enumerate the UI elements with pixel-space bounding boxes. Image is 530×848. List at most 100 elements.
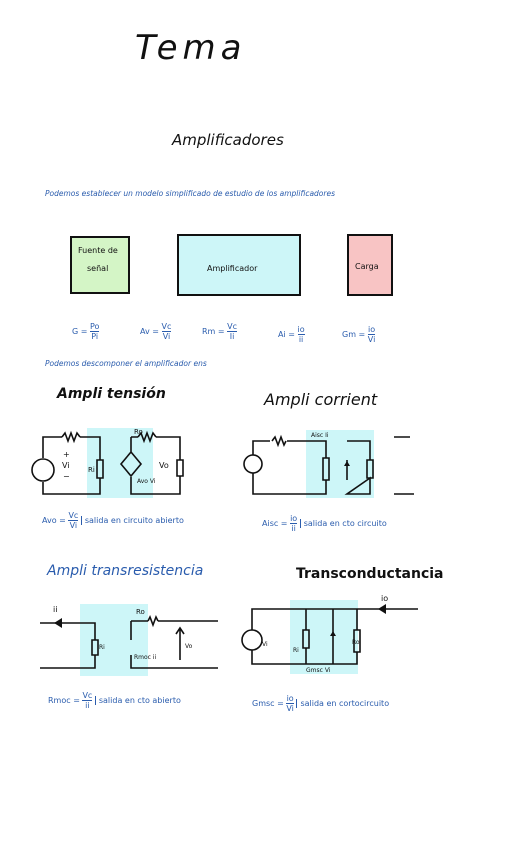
decompose-text: Podemos descomponer el amplificador ens — [45, 359, 207, 368]
gain-gm-num: io — [367, 325, 376, 335]
gain-g-lhs: G = — [72, 327, 88, 336]
corriente-formula-num: io — [290, 514, 298, 524]
tension-rl — [176, 459, 184, 477]
transcond-loop — [251, 608, 418, 665]
corriente-formula-lhs: Aisc = — [262, 519, 288, 528]
gain-g-den: Pi — [91, 332, 99, 341]
tension-shade — [87, 428, 153, 498]
corriente-output-loop — [344, 440, 371, 495]
transcond-ro — [353, 629, 361, 653]
gain-ai-lhs: Ai = — [278, 330, 295, 339]
tension-vo-label: Vo — [159, 461, 169, 470]
transres-ro-label: Ro — [136, 608, 145, 616]
gain-rm-num: Vc — [227, 322, 238, 332]
transres-ri — [91, 639, 99, 656]
transres-vo-arrow — [175, 626, 185, 660]
gain-ai-num: io — [297, 325, 305, 335]
corriente-title: Ampli corrient — [264, 390, 378, 409]
tension-minus-label: − — [63, 472, 70, 481]
gain-av-den: Vi — [162, 332, 171, 341]
transcond-dep-arrow — [330, 631, 336, 636]
tension-ro — [137, 430, 157, 444]
transcond-formula-cond: salida en cortocircuito — [296, 699, 390, 708]
tension-plus-label: + — [63, 450, 70, 459]
transcond-ri — [302, 629, 310, 649]
transres-ri-label: Ri — [99, 644, 105, 651]
transcond-formula-num: io — [286, 694, 294, 704]
tension-ro-label: Ro — [134, 428, 143, 436]
gain-gm-lhs: Gm = — [342, 330, 366, 339]
tension-formula-den: Vi — [69, 521, 78, 530]
tension-vi-label: Vi — [62, 461, 70, 470]
tension-output-loop — [130, 436, 181, 495]
transres-vo-label: Vo — [185, 643, 193, 650]
tension-title: Ampli tensión — [57, 386, 166, 402]
load-block: Carga — [347, 234, 393, 296]
gain-av-num: Vc — [161, 322, 172, 332]
corriente-dep-arrow — [344, 461, 350, 466]
transcond-dep-label: Gmsc Vi — [306, 667, 331, 674]
corriente-ri — [322, 457, 330, 481]
transcond-shade — [290, 600, 358, 674]
tension-dep-label: Avo Vi — [137, 478, 156, 485]
transcond-formula-den: Vi — [286, 704, 294, 713]
transcond-vi-label: Vi — [262, 641, 268, 648]
gain-rm-den: Ii — [229, 332, 235, 341]
transres-ro — [147, 615, 159, 628]
tension-input-resistor — [61, 430, 81, 444]
tension-vi-source — [31, 458, 55, 482]
transconductancia-title: Transconductancia — [296, 566, 444, 582]
corriente-input-loop — [252, 440, 327, 495]
transres-output-loop — [130, 620, 218, 669]
amplifier-block: Amplificador — [177, 234, 301, 296]
corriente-formula-cond: salida en cto circuito — [299, 519, 387, 528]
tension-formula-num: Vc — [68, 511, 79, 521]
transcond-io-label: io — [381, 594, 389, 603]
signal-source-label-2: señal — [87, 264, 109, 273]
load-label: Carga — [355, 262, 379, 271]
corriente-input-resistor — [271, 434, 287, 448]
transres-formula-num: Vc — [82, 691, 93, 701]
signal-source-block: Fuente de señal — [70, 236, 130, 294]
amplifier-label: Amplificador — [207, 264, 258, 273]
transcond-formula-lhs: Gmsc = — [252, 699, 284, 708]
transres-dep-label: Rmoc ii — [134, 654, 157, 661]
tension-ri-label: Ri — [88, 466, 95, 474]
gain-av-lhs: Av = — [140, 327, 159, 336]
corriente-load-stubs — [394, 436, 414, 495]
gain-ai-den: ii — [298, 335, 304, 344]
transcond-vi-source — [241, 629, 263, 651]
transcond-io-arrow — [378, 604, 386, 614]
transres-ii-arrow — [54, 618, 62, 628]
section-heading: Amplificadores — [172, 131, 284, 149]
tension-formula-cond: salida en circuito abierto — [80, 516, 184, 525]
corriente-ro — [366, 459, 374, 479]
tension-input-loop — [42, 436, 101, 495]
transres-formula-lhs: Rmoc = — [48, 696, 80, 705]
corriente-dep-label: Aisc Ii — [311, 432, 329, 439]
corriente-formula-den: ii — [291, 524, 296, 533]
signal-source-label-1: Fuente de — [78, 246, 118, 255]
transcond-ro-label: Ro — [352, 639, 360, 646]
transres-formula-den: ii — [85, 701, 90, 710]
transcond-ri-label: Ri — [293, 647, 299, 654]
gain-g-num: Po — [90, 322, 100, 332]
tension-dep-source — [119, 437, 143, 478]
transresistencia-title: Ampli transresistencia — [47, 563, 204, 579]
gain-rm-lhs: Rm = — [202, 327, 225, 336]
corriente-vi-source — [243, 454, 263, 474]
transres-formula-cond: salida en cto abierto — [94, 696, 181, 705]
page-title: Tema — [135, 28, 247, 68]
tension-formula-lhs: Avo = — [42, 516, 66, 525]
intro-text: Podemos establecer un modelo simplificad… — [45, 189, 335, 198]
